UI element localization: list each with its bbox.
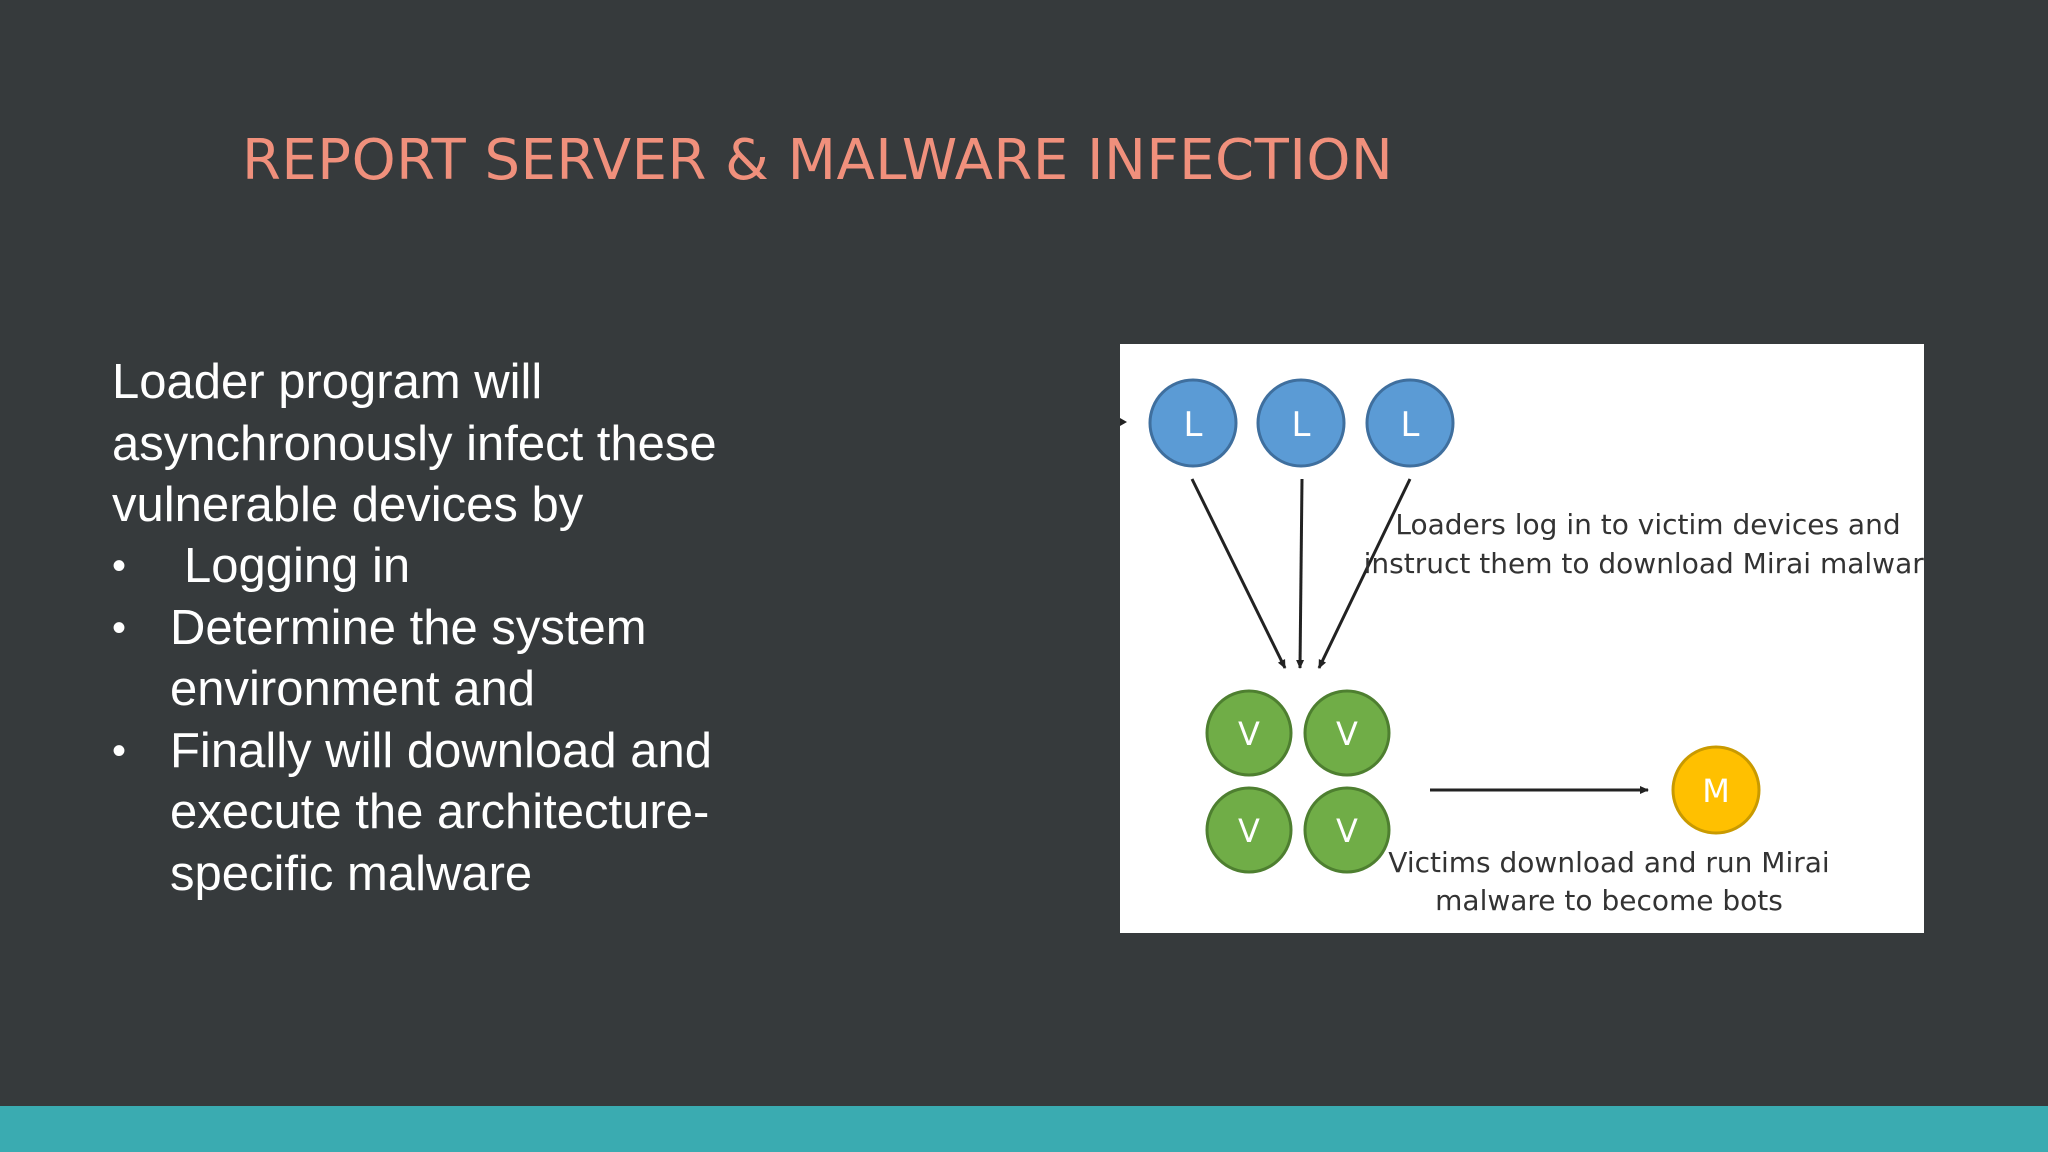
victim-node: V: [1303, 786, 1391, 874]
bullet-dot: •: [112, 544, 127, 588]
victim-caption-line-2: malware to become bots: [1435, 884, 1783, 917]
loader-arrow-1: [1190, 478, 1287, 669]
bullet-text: Determine the system environment and: [170, 600, 647, 717]
victim-caption-line-1: Victims download and run Mirai: [1388, 846, 1829, 879]
victim-node: V: [1303, 689, 1391, 777]
malware-node: M: [1671, 745, 1761, 835]
bullet-text: Finally will download and execute the ar…: [170, 723, 713, 901]
loader-arrow-3: [1317, 478, 1412, 669]
loader-node: L: [1256, 378, 1346, 468]
mirai-infection-diagram: L L L Loaders log in to victim devices a…: [1120, 344, 1924, 933]
accent-bar: [0, 1106, 2048, 1152]
bullet-item: • Finally will download and execute the …: [112, 721, 812, 906]
loader-node: L: [1148, 378, 1238, 468]
loader-arrow-2: [1296, 478, 1305, 669]
victim-label: V: [1336, 715, 1358, 753]
victim-node: V: [1205, 786, 1293, 874]
bullet-list: • Logging in • Determine the system envi…: [112, 536, 812, 905]
loader-label: L: [1401, 405, 1420, 445]
loader-label: L: [1292, 405, 1311, 445]
bullet-dot: •: [112, 728, 127, 773]
bullet-text: Logging in: [184, 539, 411, 593]
intro-text: Loader program will asynchronously infec…: [112, 355, 717, 532]
bullet-dot: •: [112, 605, 127, 650]
loader-node: L: [1365, 378, 1455, 468]
malware-label: M: [1702, 772, 1730, 810]
victim-node: V: [1205, 689, 1293, 777]
bullet-item: • Determine the system environment and: [112, 598, 812, 721]
victim-label: V: [1238, 715, 1260, 753]
slide-title: REPORT SERVER & MALWARE INFECTION: [242, 128, 1394, 193]
diagram-canvas: L L L Loaders log in to victim devices a…: [1120, 378, 1924, 917]
bullet-item: • Logging in: [112, 536, 812, 598]
victim-label: V: [1336, 812, 1358, 850]
edge-arrow-tip: [1120, 418, 1127, 426]
victim-label: V: [1238, 812, 1260, 850]
loader-label: L: [1184, 405, 1203, 445]
loader-caption-line-1: Loaders log in to victim devices and: [1395, 508, 1900, 541]
loader-caption-line-2: instruct them to download Mirai malware: [1364, 547, 1924, 580]
